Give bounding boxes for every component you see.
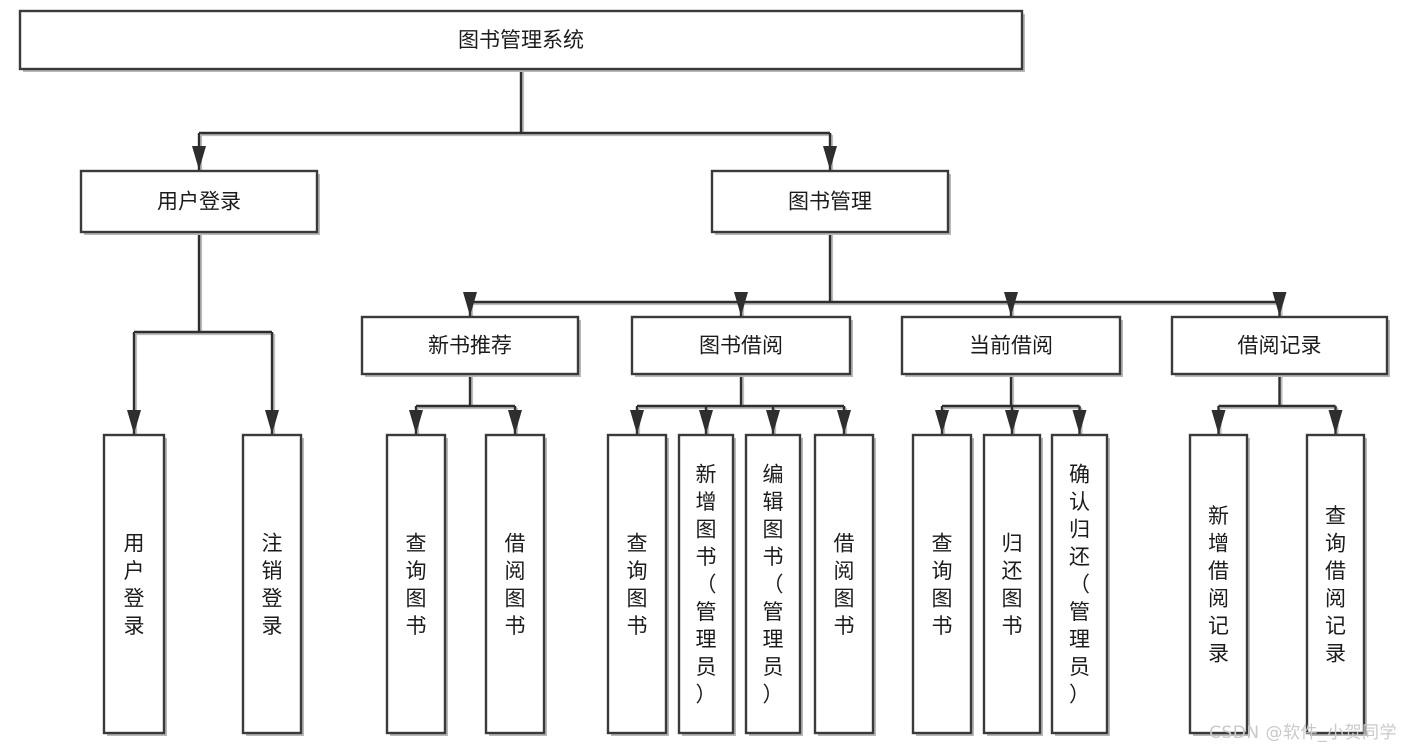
node-label: 编辑图书（管理员） (763, 463, 784, 707)
node-borrow-record[interactable]: 借阅记录 (1170, 315, 1390, 377)
box-outline (900, 315, 1122, 376)
box-outline (813, 433, 875, 735)
box-outline (710, 169, 950, 234)
box-outline (744, 433, 802, 735)
box-outline (241, 433, 303, 735)
node-label: 借阅图书 (505, 531, 526, 638)
arrowhead-user-login (192, 146, 206, 170)
node-leaf-query-record[interactable]: 查询借阅记录 (1305, 433, 1367, 736)
node-label: 新书推荐 (428, 334, 512, 358)
node-label: 图书管理系统 (458, 28, 584, 52)
node-leaf-confirm-return[interactable]: 确认归还（管理员） (1050, 433, 1110, 736)
node-label: 查询借阅记录 (1325, 504, 1346, 666)
node-root-system[interactable]: 图书管理系统 (18, 9, 1025, 72)
box-outline (677, 433, 735, 735)
arrowhead-current-borrow (1004, 292, 1018, 316)
node-leaf-add-book[interactable]: 新增图书（管理员） (677, 433, 736, 736)
box-outline (1170, 315, 1389, 376)
arrowhead-leaf-confirm-return (1072, 410, 1087, 434)
node-current-borrow[interactable]: 当前借阅 (900, 315, 1123, 377)
node-leaf-borrow-book-1[interactable]: 借阅图书 (484, 433, 547, 736)
nodes-layer: 图书管理系统用户登录图书管理新书推荐图书借阅当前借阅借阅记录用户登录注销登录查询… (18, 9, 1390, 736)
watermark-text: CSDN @软件_小贺同学 (1209, 723, 1397, 743)
node-label: 查询图书 (627, 531, 648, 638)
node-label: 新增图书（管理员） (696, 463, 717, 707)
arrowhead-borrow-record (1272, 292, 1287, 316)
node-label: 新增借阅记录 (1208, 504, 1229, 666)
arrowhead-leaf-logout (265, 410, 279, 434)
node-user-login[interactable]: 用户登录 (79, 169, 320, 235)
arrowhead-new-book-recommend (463, 292, 477, 316)
arrowhead-leaf-query-book-2 (630, 410, 644, 434)
box-outline (982, 433, 1042, 735)
node-leaf-query-book-3[interactable]: 查询图书 (911, 433, 974, 736)
node-label: 当前借阅 (969, 334, 1053, 358)
box-outline (911, 433, 973, 735)
node-label: 图书管理 (788, 190, 872, 214)
box-outline (385, 433, 447, 735)
box-outline (484, 433, 546, 735)
arrowhead-leaf-user-login (127, 410, 141, 434)
arrowhead-book-manage (823, 146, 837, 170)
node-label: 查询图书 (406, 531, 427, 638)
node-label: 图书借阅 (699, 334, 783, 358)
node-leaf-add-record[interactable]: 新增借阅记录 (1188, 433, 1250, 736)
node-leaf-return-book[interactable]: 归还图书 (982, 433, 1043, 736)
node-leaf-borrow-book-2[interactable]: 借阅图书 (813, 433, 876, 736)
node-label: 归还图书 (1002, 531, 1023, 638)
connectors-layer (127, 69, 1343, 436)
node-leaf-logout[interactable]: 注销登录 (241, 433, 304, 736)
box-outline (1050, 433, 1109, 735)
node-label: 查询图书 (932, 531, 953, 638)
node-label: 确认归还（管理员） (1069, 463, 1090, 707)
node-leaf-query-book-1[interactable]: 查询图书 (385, 433, 448, 736)
box-outline (630, 315, 852, 376)
arrowhead-book-borrow (734, 292, 748, 316)
node-leaf-user-login[interactable]: 用户登录 (102, 433, 167, 736)
node-label: 借阅图书 (834, 531, 855, 638)
arrowhead-leaf-borrow-book-1 (508, 410, 522, 434)
box-outline (606, 433, 668, 735)
node-label: 用户登录 (157, 190, 241, 214)
node-label: 借阅记录 (1238, 334, 1322, 358)
node-new-book-recommend[interactable]: 新书推荐 (360, 315, 581, 377)
node-leaf-query-book-2[interactable]: 查询图书 (606, 433, 669, 736)
node-book-manage[interactable]: 图书管理 (710, 169, 951, 235)
box-outline (360, 315, 580, 376)
arrowhead-leaf-query-record (1328, 410, 1343, 434)
node-label: 用户登录 (124, 531, 145, 638)
arrowhead-leaf-add-book (699, 410, 713, 434)
box-outline (18, 9, 1024, 71)
box-outline (1305, 433, 1366, 735)
arrowhead-leaf-edit-book (766, 410, 780, 434)
box-outline (1188, 433, 1249, 735)
node-label: 注销登录 (262, 531, 283, 638)
node-book-borrow[interactable]: 图书借阅 (630, 315, 853, 377)
box-outline (102, 433, 166, 735)
arrowhead-leaf-return-book (1005, 410, 1019, 434)
arrowhead-leaf-borrow-book-2 (837, 410, 851, 434)
arrowhead-leaf-query-book-1 (409, 410, 423, 434)
arrowhead-leaf-query-book-3 (935, 410, 949, 434)
node-leaf-edit-book[interactable]: 编辑图书（管理员） (744, 433, 803, 736)
arrowhead-leaf-add-record (1211, 410, 1226, 434)
box-outline (79, 169, 319, 234)
